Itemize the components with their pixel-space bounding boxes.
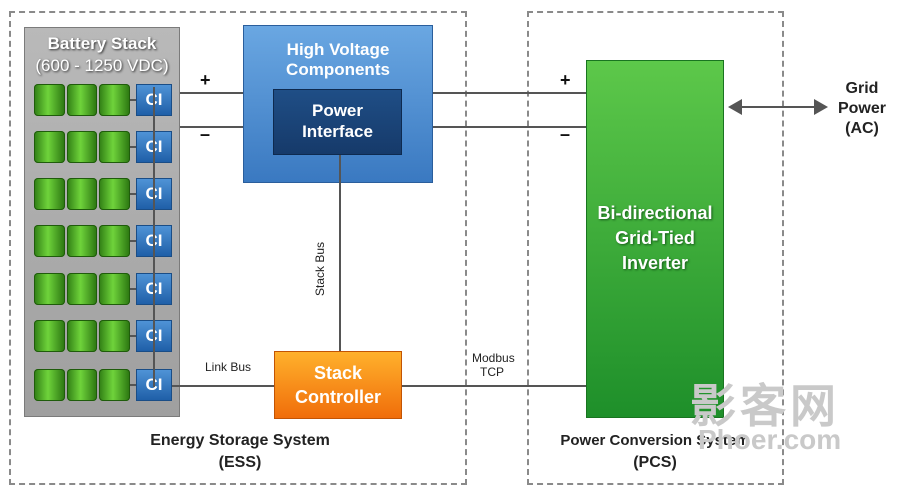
- grid-label-2: Power: [837, 100, 886, 117]
- minus-sign-left: –: [200, 124, 211, 144]
- battery-cell-icon: [34, 225, 65, 257]
- stack-bus-line: [339, 155, 341, 351]
- modbus-label: Modbus: [472, 351, 515, 365]
- grid-label-1: Grid: [845, 80, 879, 97]
- watermark-url: Phoer.com: [698, 424, 842, 455]
- inv-line3: Inverter: [621, 253, 689, 273]
- battery-module-row: [34, 320, 131, 352]
- battery-cell-icon: [66, 84, 98, 116]
- grid-arrow-icon: [728, 99, 828, 115]
- hv-line2: Components: [286, 60, 390, 79]
- pcs-boundary: [527, 11, 784, 485]
- battery-cell-icon: [66, 320, 98, 352]
- cell-ci-connector: [130, 193, 136, 195]
- cell-ci-connector: [130, 99, 136, 101]
- cell-ci-connector: [130, 146, 136, 148]
- battery-cell-icon: [99, 369, 131, 401]
- stack-bus-label: Stack Bus: [313, 241, 327, 297]
- sc-line1: Stack: [313, 363, 363, 383]
- battery-stack-voltage: (600 - 1250 VDC): [35, 56, 169, 75]
- minus-line-right: [433, 126, 586, 128]
- ess-title: Energy Storage System: [150, 432, 330, 449]
- battery-cell-icon: [34, 84, 65, 116]
- battery-cell-icon: [34, 131, 65, 163]
- plus-sign-left: +: [200, 70, 211, 90]
- cell-ci-connector: [130, 240, 136, 242]
- battery-cell-icon: [34, 273, 65, 305]
- battery-cell-icon: [99, 320, 131, 352]
- battery-module-row: [34, 84, 131, 116]
- cell-ci-connector: [130, 384, 136, 386]
- cell-ci-connector: [130, 288, 136, 290]
- ess-abbrev: (ESS): [218, 454, 262, 471]
- sc-line2: Controller: [294, 387, 381, 407]
- inv-line1: Bi-directional: [597, 203, 713, 223]
- pi-line1: Power: [311, 101, 364, 120]
- grid-label-3: (AC): [845, 120, 879, 137]
- grid-tied-inverter: Bi-directional Grid-Tied Inverter: [586, 60, 724, 418]
- battery-cell-icon: [66, 273, 98, 305]
- minus-line-left: [180, 126, 243, 128]
- pi-line2: Interface: [302, 122, 373, 141]
- stack-controller: Stack Controller: [274, 351, 402, 419]
- watermark-chinese: 影客网: [690, 380, 840, 432]
- battery-cell-icon: [99, 131, 131, 163]
- modbus-tcp-label: TCP: [480, 365, 504, 379]
- plus-line-right: [433, 92, 586, 94]
- ess-boundary: [9, 11, 467, 485]
- battery-cell-icon: [99, 84, 131, 116]
- power-interface: Power Interface: [273, 89, 402, 155]
- pcs-title: Power Conversion System: [560, 432, 750, 449]
- modbus-line: [402, 385, 586, 387]
- battery-cell-icon: [34, 320, 65, 352]
- battery-module-row: [34, 369, 131, 401]
- pcs-abbrev: (PCS): [633, 454, 677, 471]
- link-bus-line: [172, 385, 274, 387]
- battery-cell-icon: [66, 225, 98, 257]
- battery-cell-icon: [34, 369, 65, 401]
- plus-line-left: [180, 92, 243, 94]
- battery-module-row: [34, 178, 131, 210]
- plus-sign-right: +: [560, 70, 571, 90]
- battery-cell-icon: [99, 178, 131, 210]
- battery-cell-icon: [99, 225, 131, 257]
- battery-module-row: [34, 273, 131, 305]
- hv-line1: High Voltage: [286, 40, 390, 59]
- battery-module-row: [34, 131, 131, 163]
- battery-cell-icon: [66, 131, 98, 163]
- cell-ci-connector: [130, 335, 136, 337]
- battery-module-row: [34, 225, 131, 257]
- battery-cell-icon: [66, 369, 98, 401]
- inv-line2: Grid-Tied: [615, 228, 695, 248]
- link-bus-label: Link Bus: [205, 360, 252, 374]
- ci-chain-line: [153, 87, 155, 387]
- battery-cell-icon: [66, 178, 98, 210]
- minus-sign-right: –: [560, 124, 571, 144]
- battery-cell-icon: [34, 178, 65, 210]
- battery-stack-title: Battery Stack: [47, 34, 157, 53]
- battery-cell-icon: [99, 273, 131, 305]
